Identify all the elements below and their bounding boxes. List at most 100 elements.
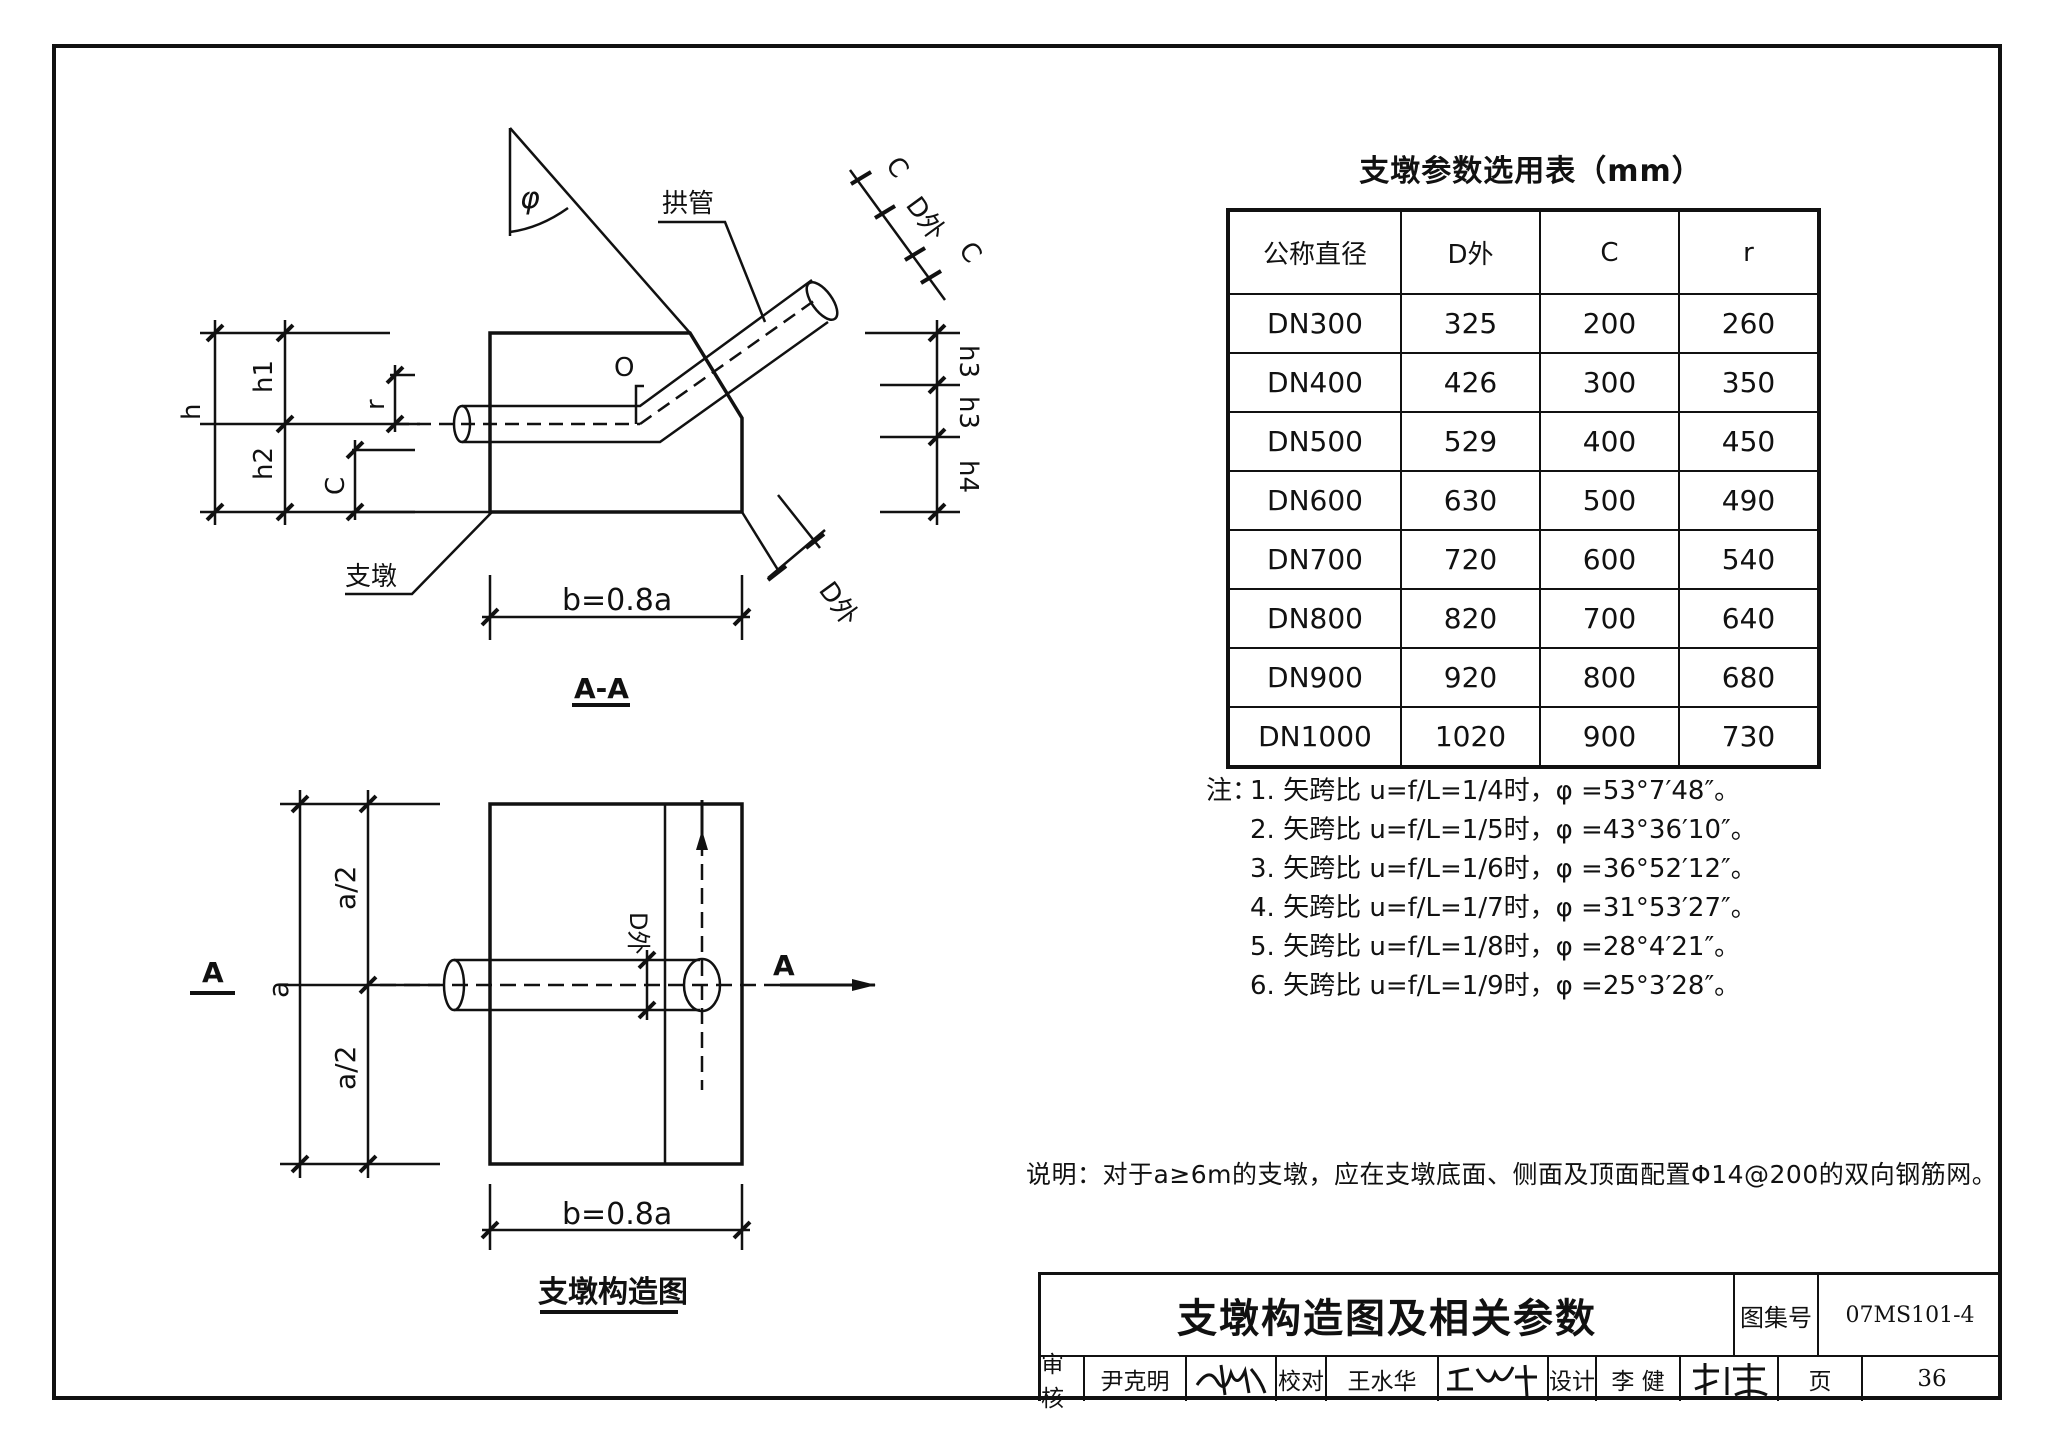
pipe-right-end bbox=[805, 281, 839, 321]
arch-centerline bbox=[639, 296, 819, 426]
plan-half-bottom-label: a/2 bbox=[329, 1046, 362, 1090]
c-top1-label: C bbox=[879, 151, 914, 183]
cell-nominal-diameter: DN500 bbox=[1227, 411, 1402, 472]
note-item: 2. 矢跨比 u=f/L=1/5时，φ =43°36′10″。 bbox=[1250, 815, 1757, 845]
note-item: 6. 矢跨比 u=f/L=1/9时，φ =25°3′28″。 bbox=[1250, 971, 1741, 1001]
origin-marker bbox=[634, 384, 644, 424]
cell-nominal-diameter: DN600 bbox=[1227, 470, 1402, 531]
table-header-row: 公称直径 D外 C r bbox=[1227, 209, 1820, 295]
cell-c: 300 bbox=[1539, 352, 1680, 413]
h3b-label: h3 bbox=[953, 396, 983, 429]
cell-r: 350 bbox=[1678, 352, 1820, 413]
cell-outer-diameter: 630 bbox=[1400, 470, 1541, 531]
cell-c: 900 bbox=[1539, 706, 1680, 769]
cell-outer-diameter: 325 bbox=[1400, 293, 1541, 354]
header-outer-diameter: D外 bbox=[1400, 209, 1541, 295]
cell-outer-diameter: 1020 bbox=[1400, 706, 1541, 769]
cell-r: 680 bbox=[1678, 647, 1820, 708]
plan-pipe bbox=[454, 958, 700, 1012]
parameter-table-title: 支墩参数选用表（mm） bbox=[1359, 154, 1703, 189]
cell-r: 260 bbox=[1678, 293, 1820, 354]
cell-c: 200 bbox=[1539, 293, 1680, 354]
design-label: 设计 bbox=[1549, 1357, 1597, 1401]
note-item: 4. 矢跨比 u=f/L=1/7时，φ =31°53′27″。 bbox=[1250, 893, 1757, 923]
h2-label: h2 bbox=[249, 447, 279, 480]
phi-label: φ bbox=[520, 181, 540, 216]
cell-outer-diameter: 529 bbox=[1400, 411, 1541, 472]
plan-view: A A a a/2 a/2 D外 b=0.8a 支墩构造图 bbox=[190, 790, 876, 1314]
h4-label: h4 bbox=[953, 460, 983, 493]
reviewer-signature bbox=[1187, 1357, 1277, 1401]
arch-pipe-leader bbox=[658, 220, 767, 323]
designer-signature-graphic bbox=[1693, 1363, 1768, 1397]
section-title: A-A bbox=[574, 672, 629, 705]
pier-leader bbox=[345, 511, 493, 596]
origin-label: O bbox=[614, 353, 634, 383]
arch-pipe-label: 拱管 bbox=[662, 189, 714, 219]
cell-nominal-diameter: DN800 bbox=[1227, 588, 1402, 649]
plan-a-label: a bbox=[262, 981, 295, 998]
title-block: 支墩构造图及相关参数 图集号 07MS101-4 审核 尹克明 校对 王水华 设… bbox=[1038, 1272, 2001, 1412]
note-item: 5. 矢跨比 u=f/L=1/8时，φ =28°4′21″。 bbox=[1250, 932, 1741, 962]
notes: 注：1. 矢跨比 u=f/L=1/4时，φ =53°7′48″。 2. 矢跨比 … bbox=[1206, 772, 1757, 1006]
sheet-frame bbox=[52, 44, 2002, 1400]
checker-name: 王水华 bbox=[1327, 1357, 1439, 1401]
header-nominal-diameter: 公称直径 bbox=[1227, 209, 1402, 295]
plan-width-label: b=0.8a bbox=[562, 1197, 672, 1232]
page-label: 页 bbox=[1779, 1357, 1863, 1401]
section-width-label: b=0.8a bbox=[562, 583, 672, 618]
cell-r: 450 bbox=[1678, 411, 1820, 472]
cell-c: 500 bbox=[1539, 470, 1680, 531]
cell-r: 730 bbox=[1678, 706, 1820, 769]
cell-nominal-diameter: DN700 bbox=[1227, 529, 1402, 590]
cell-c: 700 bbox=[1539, 588, 1680, 649]
cell-outer-diameter: 820 bbox=[1400, 588, 1541, 649]
horizontal-pipe bbox=[462, 278, 829, 444]
cell-outer-diameter: 720 bbox=[1400, 529, 1541, 590]
c-left-label: C bbox=[321, 477, 351, 495]
plan-section-right-label: A bbox=[773, 949, 795, 982]
reviewer-signature-graphic bbox=[1195, 1364, 1267, 1396]
pier-label: 支墩 bbox=[345, 562, 397, 592]
cell-c: 600 bbox=[1539, 529, 1680, 590]
header-c: C bbox=[1539, 209, 1680, 295]
cell-nominal-diameter: DN400 bbox=[1227, 352, 1402, 413]
cell-outer-diameter: 426 bbox=[1400, 352, 1541, 413]
phi-angle-arc bbox=[509, 206, 569, 234]
cell-r: 640 bbox=[1678, 588, 1820, 649]
checker-signature-graphic bbox=[1447, 1364, 1537, 1398]
reviewer-name: 尹克明 bbox=[1085, 1357, 1187, 1401]
checker-signature bbox=[1439, 1357, 1549, 1401]
drawing-title: 支墩构造图及相关参数 bbox=[1041, 1275, 1735, 1357]
c-top2-label: C bbox=[952, 236, 987, 268]
plan-section-left-label: A bbox=[202, 956, 224, 989]
note-item: 1. 矢跨比 u=f/L=1/4时，φ =53°7′48″。 bbox=[1250, 776, 1741, 806]
plan-title: 支墩构造图 bbox=[538, 1275, 688, 1310]
cell-outer-diameter: 920 bbox=[1400, 647, 1541, 708]
section-view-aa: φ 拱管 O 支墩 h h1 h2 C r h3 h3 h4 C D外 C D外… bbox=[177, 127, 987, 707]
designer-name: 李 健 bbox=[1597, 1357, 1681, 1401]
h-label: h bbox=[177, 404, 207, 420]
notes-lead: 注： bbox=[1206, 776, 1259, 806]
cell-c: 400 bbox=[1539, 411, 1680, 472]
d-out-bottom-label: D外 bbox=[812, 576, 863, 631]
note-item: 3. 矢跨比 u=f/L=1/6时，φ =36°52′12″。 bbox=[1250, 854, 1757, 884]
cell-c: 800 bbox=[1539, 647, 1680, 708]
cell-nominal-diameter: DN900 bbox=[1227, 647, 1402, 708]
slope-reference-line bbox=[509, 127, 691, 334]
review-label: 审核 bbox=[1041, 1352, 1085, 1412]
plan-d-out-label: D外 bbox=[624, 912, 652, 954]
atlas-label: 图集号 bbox=[1735, 1275, 1819, 1357]
page-number: 36 bbox=[1917, 1366, 1947, 1392]
atlas-number: 07MS101-4 bbox=[1819, 1275, 2001, 1357]
plan-half-top-label: a/2 bbox=[329, 866, 362, 910]
r-label: r bbox=[361, 399, 391, 410]
